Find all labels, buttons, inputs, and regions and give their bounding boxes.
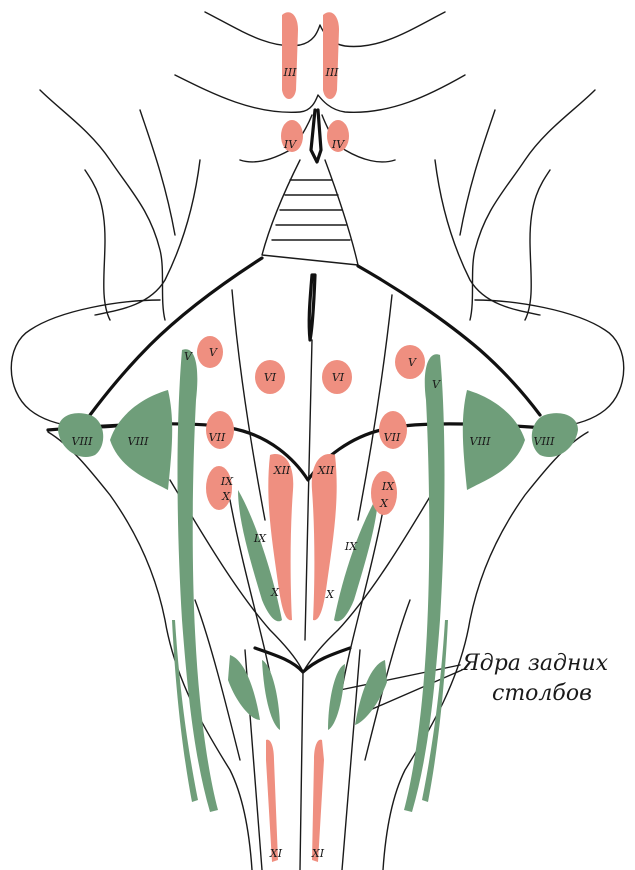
- cuneate-nucleus-left: [228, 655, 260, 720]
- label-vagus-dorsal-right: X: [325, 588, 335, 601]
- label-accessory-right: XI: [311, 847, 325, 860]
- label-vestibulocochlear-right-outer: VIII: [534, 435, 556, 448]
- accessory-nucleus-right: [312, 740, 324, 862]
- cuneate-nucleus-right: [355, 660, 387, 725]
- label-trigeminal-motor-right: V: [408, 356, 417, 369]
- label-vestibulocochlear-left-inner: VIII: [128, 435, 150, 448]
- label-vagus-dorsal-left: X: [270, 586, 280, 599]
- label-vagus-ambiguus-right: X: [379, 497, 389, 510]
- label-glossopharyngeal-ambiguus-left: IX: [220, 475, 234, 488]
- label-facial-right: VII: [384, 431, 401, 444]
- ambiguus-nucleus-left: [206, 466, 232, 510]
- label-abducens-left: VI: [264, 371, 277, 384]
- accessory-nucleus-left: [266, 740, 278, 862]
- label-hypoglossal-right: XII: [317, 464, 335, 477]
- caption: Ядра задних столбов: [461, 651, 609, 706]
- label-facial-left: VII: [209, 431, 226, 444]
- label-hypoglossal-left: XII: [273, 464, 291, 477]
- gracile-nucleus-left: [262, 660, 280, 730]
- oculomotor-nucleus-left: [282, 12, 298, 99]
- gracile-nucleus-right: [328, 664, 345, 730]
- label-oculomotor-left: III: [282, 66, 297, 79]
- label-oculomotor-right: III: [324, 66, 339, 79]
- label-accessory-left: XI: [269, 847, 283, 860]
- label-abducens-right: VI: [332, 371, 345, 384]
- label-trigeminal-sensory-right: V: [432, 378, 441, 391]
- label-trochlear-left: IV: [283, 138, 297, 151]
- label-glossopharyngeal-solitary-left: IX: [253, 532, 267, 545]
- label-trigeminal-sensory-left: V: [184, 350, 193, 363]
- caption-line-1: Ядра задних: [461, 651, 609, 676]
- solitary-nucleus-right: [334, 495, 378, 621]
- label-glossopharyngeal-solitary-right: IX: [344, 540, 358, 553]
- anatomy-outline: [11, 12, 624, 870]
- label-vagus-ambiguus-left: X: [221, 490, 231, 503]
- label-vestibulocochlear-left-outer: VIII: [72, 435, 94, 448]
- label-glossopharyngeal-ambiguus-right: IX: [381, 480, 395, 493]
- label-trochlear-right: IV: [331, 138, 345, 151]
- caption-line-2: столбов: [492, 681, 592, 706]
- label-vestibulocochlear-right-inner: VIII: [470, 435, 492, 448]
- oculomotor-nucleus-right: [323, 12, 339, 99]
- label-trigeminal-motor-left: V: [209, 346, 218, 359]
